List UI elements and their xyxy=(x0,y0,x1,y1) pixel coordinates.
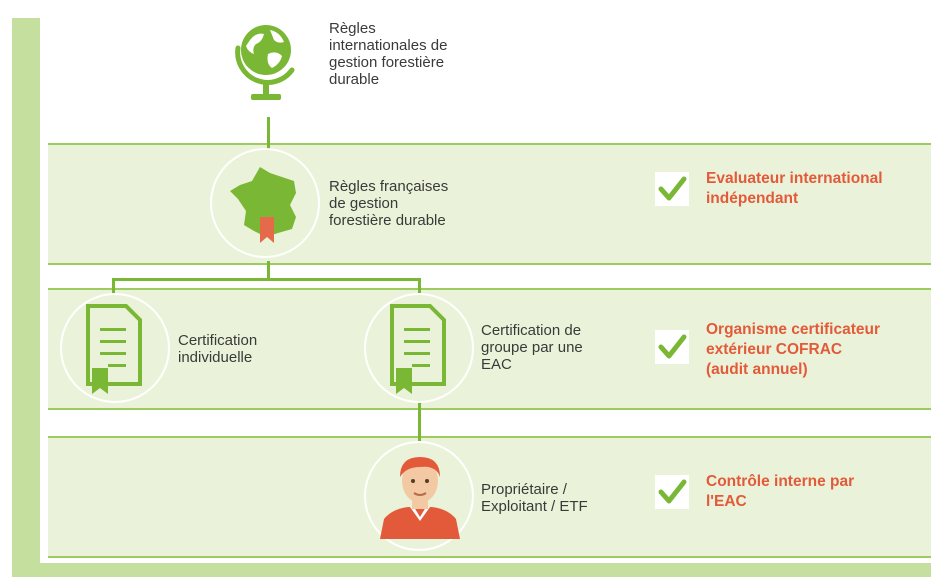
label-line: gestion forestière xyxy=(329,54,445,71)
control-line: indépendant xyxy=(706,190,799,207)
frame-bottom-border xyxy=(12,563,931,577)
connector-horizontal-branch xyxy=(112,278,421,281)
label-international-rules: Règles internationales de gestion forest… xyxy=(329,20,447,88)
control-line: l'EAC xyxy=(706,493,747,510)
label-group-certification: Certification de groupe par une EAC xyxy=(481,322,583,373)
connector-branch-left xyxy=(112,278,115,294)
label-line: de gestion xyxy=(329,195,399,212)
check-icon xyxy=(658,176,687,201)
label-line: Certification de xyxy=(481,322,582,339)
person-icon xyxy=(380,457,460,539)
label-line: forestière durable xyxy=(329,212,446,229)
label-owner: Propriétaire / Exploitant / ETF xyxy=(481,481,588,515)
check-icon xyxy=(658,479,687,504)
control-evaluator-text: Evaluateur international indépendant xyxy=(706,169,883,209)
label-line: Règles xyxy=(329,20,376,37)
check-box-evaluator xyxy=(655,172,689,206)
connector-branch-right xyxy=(418,278,421,294)
check-icon xyxy=(658,334,687,359)
control-line: Contrôle interne par xyxy=(706,473,855,490)
band-certification xyxy=(48,288,931,410)
certificate-icon xyxy=(86,304,142,394)
label-line: Règles françaises xyxy=(329,178,449,195)
connector-group-to-owner xyxy=(418,400,421,454)
label-line: internationales de xyxy=(329,37,448,54)
connector-globe-to-france xyxy=(267,117,270,149)
connector-france-down xyxy=(267,261,270,280)
band-french-rules xyxy=(48,143,931,265)
label-line: EAC xyxy=(481,356,512,373)
frame-left-border xyxy=(12,18,40,577)
certificate-icon xyxy=(390,304,446,394)
label-line: Certification xyxy=(178,332,258,349)
label-line: individuelle xyxy=(178,349,253,366)
control-line: Evaluateur international xyxy=(706,170,883,187)
label-line: durable xyxy=(329,71,380,88)
check-box-internal-control xyxy=(655,475,689,509)
control-cofrac-text: Organisme certificateur extérieur COFRAC… xyxy=(706,320,880,380)
control-internal-text: Contrôle interne par l'EAC xyxy=(706,472,854,512)
control-line: extérieur COFRAC xyxy=(706,341,843,358)
control-line: (audit annuel) xyxy=(706,361,808,378)
label-individual-certification: Certification individuelle xyxy=(178,332,257,366)
france-map-icon xyxy=(230,167,296,243)
label-line: groupe par une xyxy=(481,339,583,356)
label-french-rules: Règles françaises de gestion forestière … xyxy=(329,178,448,229)
label-line: Exploitant / ETF xyxy=(481,498,588,515)
band-owner xyxy=(48,436,931,558)
label-line: Propriétaire / xyxy=(481,481,567,498)
globe-icon xyxy=(235,25,295,100)
control-line: Organisme certificateur xyxy=(706,321,881,338)
check-box-cofrac xyxy=(655,330,689,364)
